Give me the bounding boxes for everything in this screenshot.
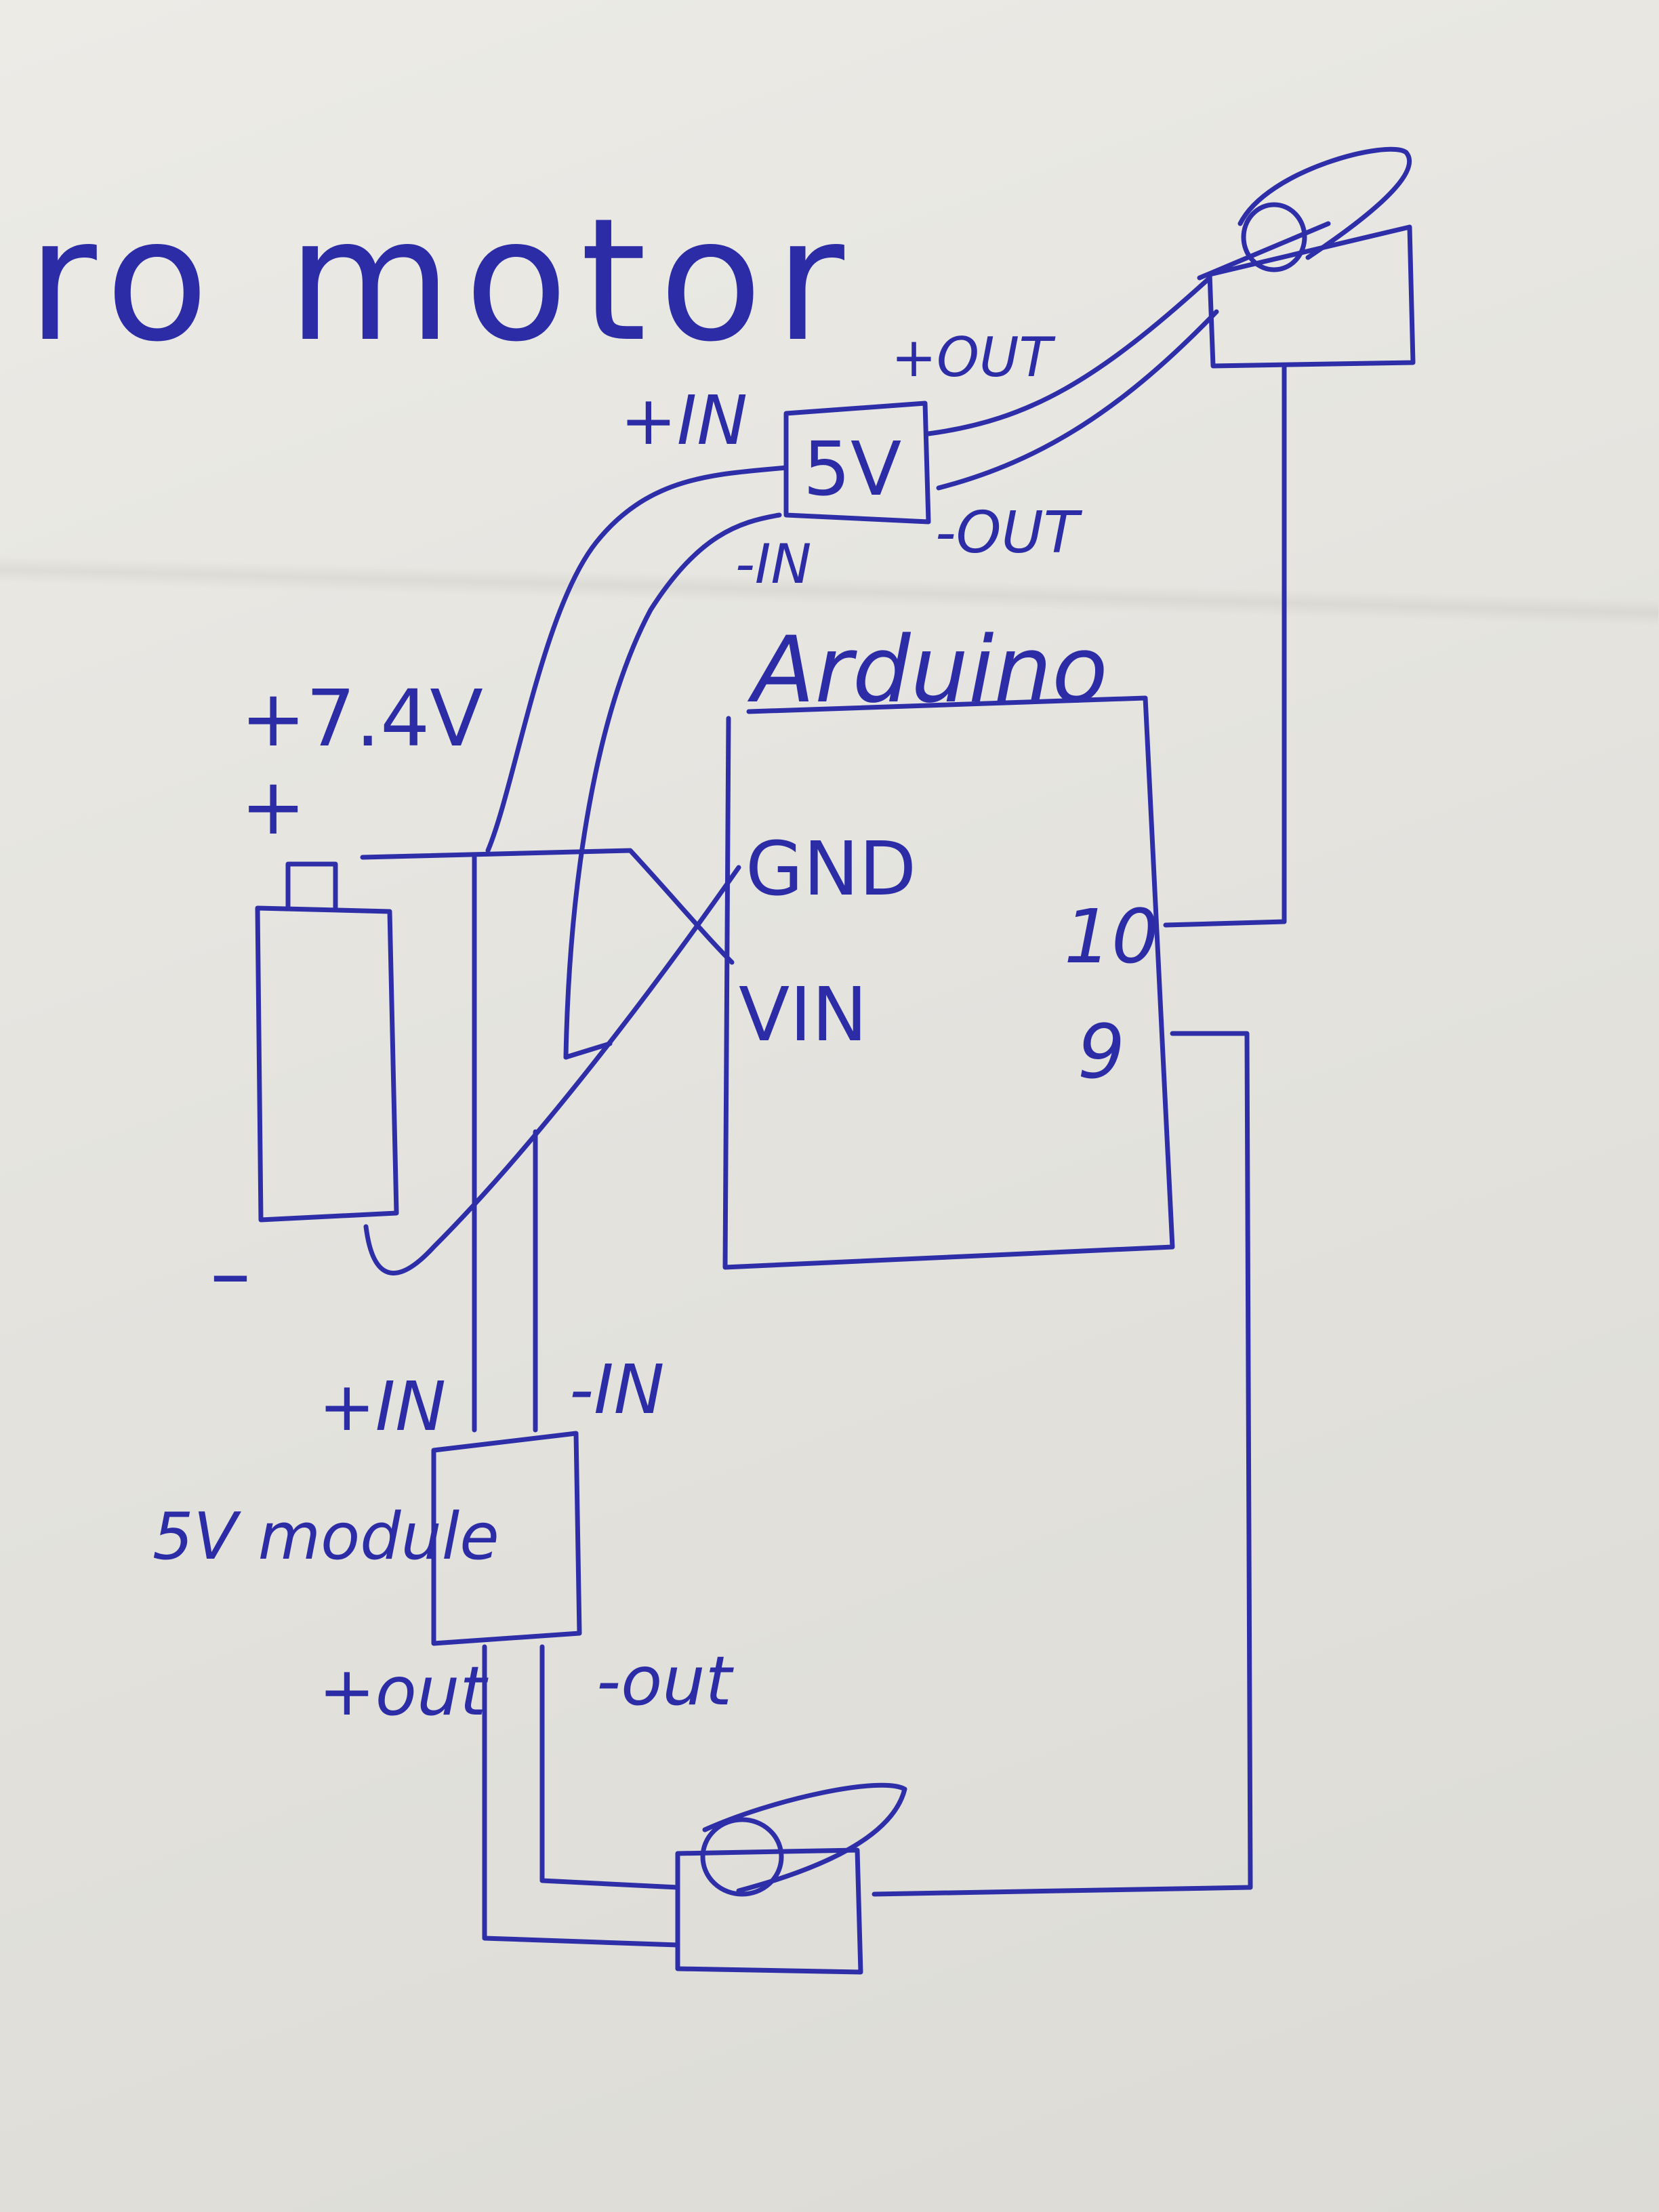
wire-battery-minus-to-gnd	[363, 865, 741, 1275]
top-plus-in-label: +IN	[620, 381, 747, 460]
wire-pin10-to-top-servo	[1163, 363, 1287, 928]
top-5v-module	[783, 401, 931, 525]
bottom-servo-body	[675, 1847, 863, 1975]
wire-minus-in-top-module	[563, 512, 782, 1060]
bottom-plus-out-label: +out	[319, 1652, 489, 1731]
wire-top-out-plus	[926, 275, 1212, 436]
wire-minus-junction	[563, 1041, 613, 1060]
top-servo-shaft	[1241, 202, 1307, 272]
top-minus-out-label: -OUT	[935, 499, 1083, 567]
top-module-label: 5V	[803, 426, 901, 512]
top-servo-horn-line	[1197, 221, 1331, 281]
wire-bottom-out-plus	[482, 1644, 680, 1948]
battery-voltage-label: +7.4V	[241, 674, 483, 764]
wire-pin9-to-bottom-servo	[872, 1031, 1253, 1897]
bottom-servo-horn	[702, 1782, 907, 1893]
bottom-5v-module	[431, 1431, 582, 1646]
wire-top-out-minus	[936, 309, 1219, 491]
vin-label: VIN	[739, 971, 867, 1058]
bottom-module-label: 5V module	[152, 1500, 499, 1574]
bottom-servo-shaft	[700, 1817, 784, 1897]
top-servo-body	[1207, 224, 1416, 369]
top-minus-in-label: -IN	[735, 533, 811, 596]
battery-plus-label: +	[241, 762, 306, 853]
bottom-minus-out-label: -out	[596, 1641, 735, 1721]
battery-terminal	[285, 861, 338, 911]
arduino-board	[722, 695, 1175, 1270]
wire-battery-plus-to-vin	[360, 848, 735, 965]
gnd-label: GND	[745, 825, 916, 912]
battery-minus-label: –	[210, 1227, 251, 1321]
wire-plus-in-top-module	[485, 465, 789, 853]
bottom-plus-in-label: +IN	[319, 1367, 446, 1446]
top-plus-out-label: +OUT	[891, 326, 1057, 389]
bottom-minus-in-label: -IN	[569, 1350, 664, 1429]
top-servo-horn	[1237, 146, 1412, 260]
title-fragment: ro motor	[27, 182, 857, 379]
pin9-label: 9	[1078, 1008, 1125, 1095]
battery-body	[255, 905, 399, 1223]
wire-bottom-out-minus	[539, 1644, 680, 1890]
pin10-label: 10	[1064, 893, 1159, 980]
